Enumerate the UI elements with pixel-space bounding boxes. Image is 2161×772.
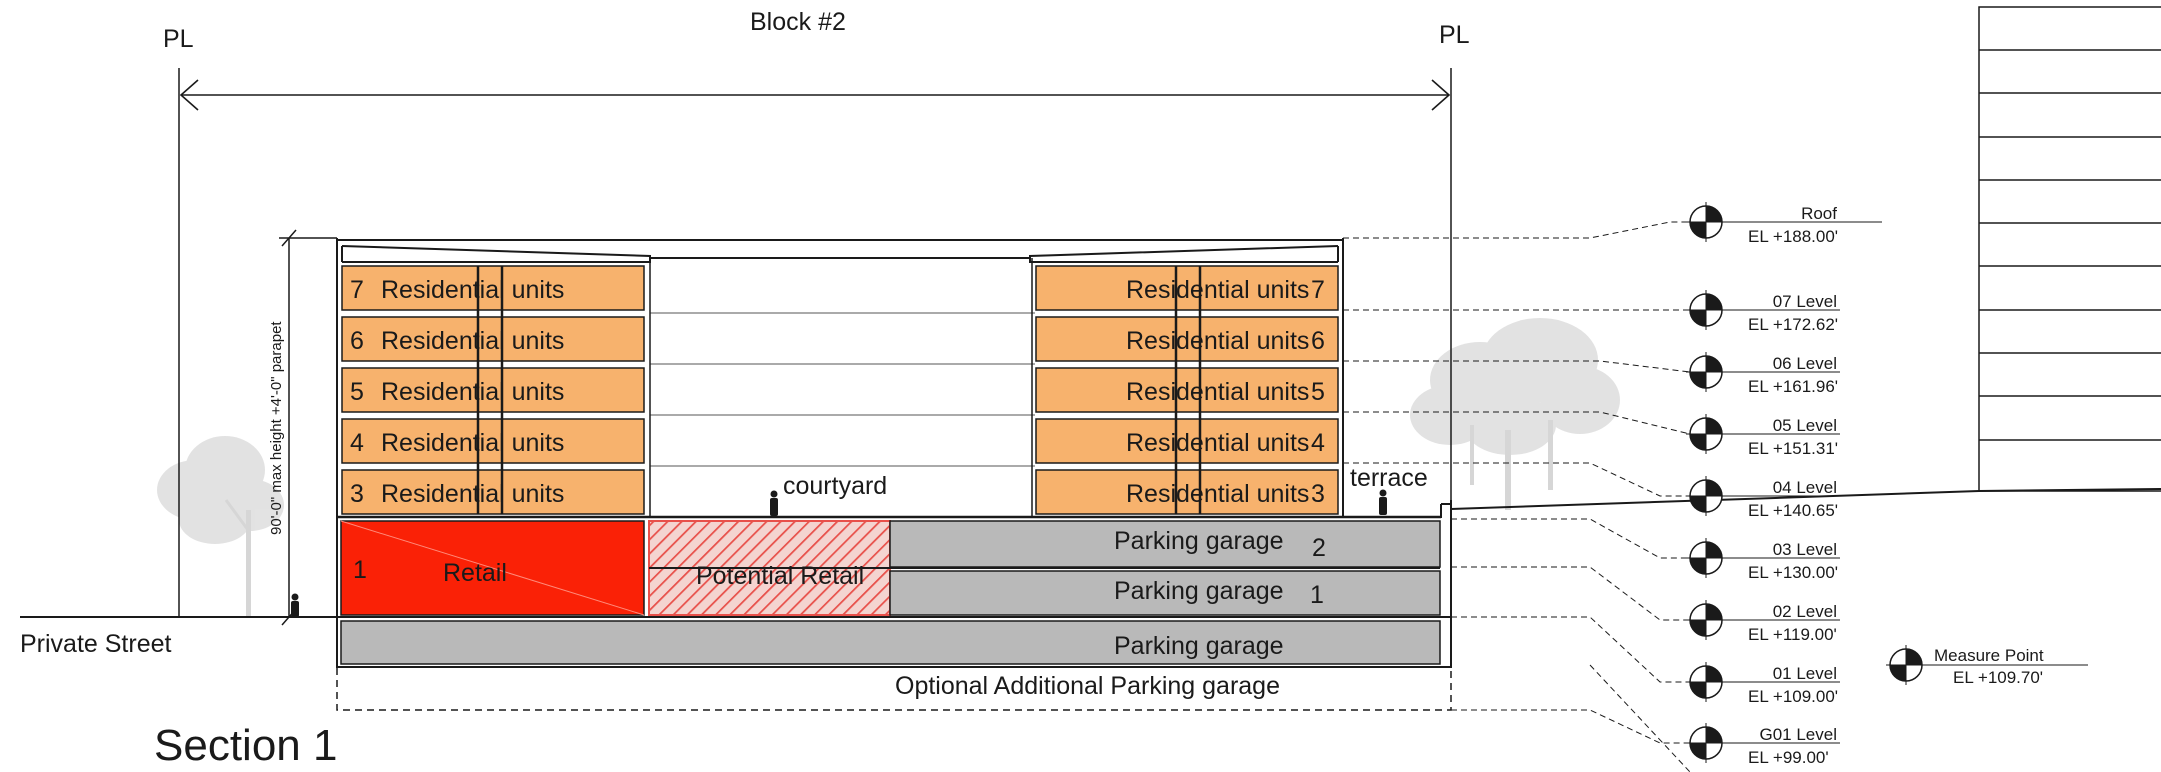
section-title: Section 1	[154, 721, 337, 770]
level-name: 02 Level	[1773, 602, 1837, 621]
level-elevation: EL +188.00'	[1748, 227, 1838, 246]
retail-number: 1	[353, 556, 367, 584]
terrace-label: terrace	[1350, 464, 1428, 492]
private-street-label: Private Street	[20, 630, 172, 658]
level-elevation: EL +140.65'	[1748, 501, 1838, 520]
residential-label: Residential units	[1126, 480, 1309, 508]
neighbor-tower	[1978, 6, 2161, 492]
pl-label-left: PL	[163, 25, 194, 53]
residential-label: Residential units	[1126, 378, 1309, 406]
floor-number: 5	[350, 378, 364, 406]
level-marker-02: 02 Level EL +119.00'	[1685, 599, 1840, 644]
level-marker-01: 01 Level EL +109.00'	[1685, 661, 1840, 706]
level-elevation: EL +161.96'	[1748, 377, 1838, 396]
residential-label: Residential units	[1126, 276, 1309, 304]
residential-label: Residential units	[1126, 429, 1309, 457]
level-name: Roof	[1801, 204, 1837, 223]
level-name: 01 Level	[1773, 664, 1837, 683]
residential-label: Residential units	[1126, 327, 1309, 355]
parking-basement-label: Parking garage	[1114, 632, 1284, 660]
residential-label: Residential units	[381, 327, 564, 355]
floor-number: 6	[1311, 327, 1325, 355]
person-figure-terrace	[1379, 489, 1387, 515]
level-name: 04 Level	[1773, 478, 1837, 497]
floor-number: 5	[1311, 378, 1325, 406]
level-markers: Roof EL +188.00' 07 Level EL +172.62' 06…	[1685, 201, 2088, 767]
residential-left	[341, 265, 645, 515]
tree-left	[157, 436, 284, 618]
residential-right	[1035, 265, 1339, 515]
optional-parking-label: Optional Additional Parking garage	[895, 672, 1280, 700]
parking-lower-number: 1	[1310, 581, 1324, 609]
level-marker-07: 07 Level EL +172.62'	[1685, 289, 1840, 334]
person-figure-street	[291, 593, 299, 617]
residential-label: Residential units	[381, 429, 564, 457]
tree-right	[1410, 318, 1620, 510]
level-elevation: EL +172.62'	[1748, 315, 1838, 334]
level-marker-05: 05 Level EL +151.31'	[1685, 413, 1840, 458]
measure-point-elevation: EL +109.70'	[1953, 668, 2043, 687]
retail-label: Retail	[443, 559, 507, 587]
level-name: 05 Level	[1773, 416, 1837, 435]
parking-garages	[337, 520, 1451, 668]
level-marker-03: 03 Level EL +130.00'	[1685, 537, 1840, 582]
pl-label-right: PL	[1439, 21, 1470, 49]
parking-upper-number: 2	[1312, 534, 1326, 562]
level-elevation: EL +119.00'	[1748, 625, 1837, 644]
optional-parking-outline	[336, 668, 1452, 711]
level-elevation: EL +109.00'	[1748, 687, 1838, 706]
parking-upper-label: Parking garage	[1114, 527, 1284, 555]
floor-number: 4	[350, 429, 364, 457]
level-elevation: EL +99.00'	[1748, 748, 1829, 767]
level-name: 06 Level	[1773, 354, 1837, 373]
person-figure-courtyard	[770, 490, 778, 516]
level-name: 07 Level	[1773, 292, 1837, 311]
level-marker-roof: Roof EL +188.00'	[1685, 201, 1882, 246]
floor-number: 3	[350, 480, 364, 508]
level-marker-04: 04 Level EL +140.65'	[1685, 475, 1840, 520]
block-label: Block #2	[750, 8, 846, 36]
courtyard-label: courtyard	[783, 472, 887, 500]
residential-label: Residential units	[381, 378, 564, 406]
residential-label: Residential units	[381, 276, 564, 304]
potential-retail-label: Potential Retail	[696, 562, 864, 590]
floor-number: 6	[350, 327, 364, 355]
level-name: G01 Level	[1760, 725, 1838, 744]
floor-number: 3	[1311, 480, 1325, 508]
measure-point-name: Measure Point	[1934, 646, 2044, 665]
level-elevation: EL +130.00'	[1748, 563, 1838, 582]
height-dimension	[279, 229, 337, 626]
residential-left-labels: 7 6 5 4 3 Residential units Residential …	[350, 276, 564, 508]
courtyard-lines	[649, 258, 1035, 518]
level-marker-g01: G01 Level EL +99.00'	[1685, 722, 1840, 767]
measure-point-marker: Measure Point EL +109.70'	[1885, 644, 2088, 687]
property-lines	[178, 68, 1452, 617]
floor-number: 7	[1311, 276, 1325, 304]
floor-number: 7	[350, 276, 364, 304]
building-outline	[336, 238, 1452, 668]
parking-lower-label: Parking garage	[1114, 577, 1284, 605]
residential-right-labels: Residential units Residential units Resi…	[1126, 276, 1325, 508]
height-note: 90'-0" max height +4'-0" parapet	[268, 321, 285, 535]
block-dimension	[179, 79, 1451, 111]
level-name: 03 Level	[1773, 540, 1837, 559]
residential-label: Residential units	[381, 480, 564, 508]
level-marker-06: 06 Level EL +161.96'	[1685, 351, 1840, 396]
level-leaders	[1343, 221, 1700, 772]
floor-number: 4	[1311, 429, 1325, 457]
retail-block	[340, 520, 645, 616]
level-elevation: EL +151.31'	[1748, 439, 1838, 458]
